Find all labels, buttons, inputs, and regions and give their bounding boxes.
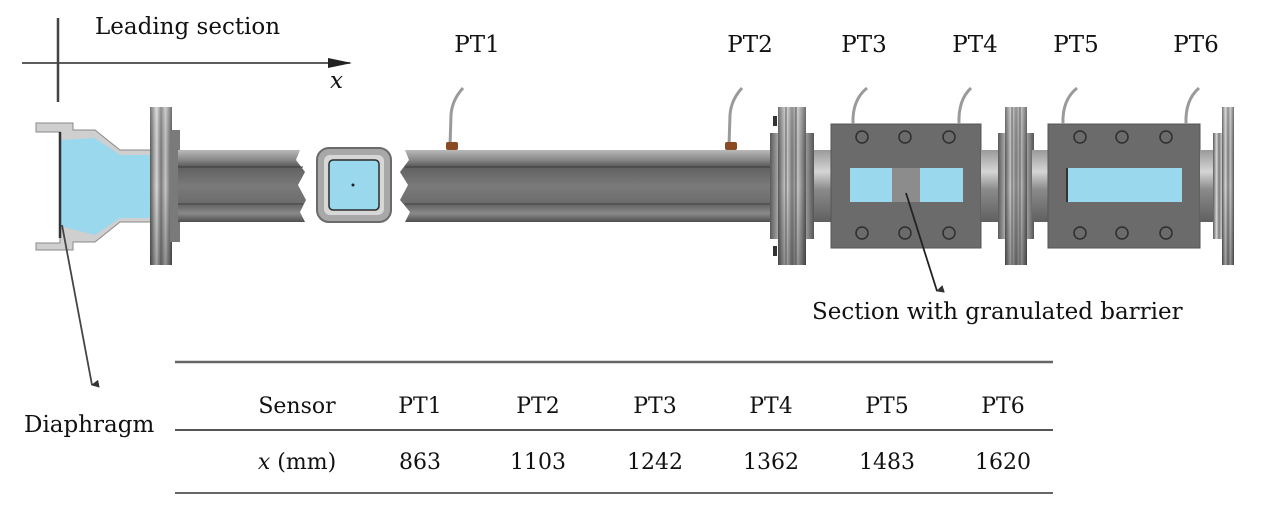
leading-section-label: Leading section (95, 14, 280, 40)
table-header-cell: PT4 (749, 394, 792, 419)
sensor-label-pt2: PT2 (727, 32, 772, 58)
sensor-pt1 (446, 86, 465, 150)
sensor-label-pt4: PT4 (952, 32, 997, 58)
collar-3 (1032, 150, 1050, 222)
window-long (1067, 168, 1182, 202)
leading-section (35, 107, 180, 265)
tube-cross-section (316, 147, 392, 223)
table-cell: 1103 (510, 450, 566, 475)
collar-2 (981, 150, 1001, 222)
table-row-label: x (mm) (258, 450, 336, 475)
sensor-pt6 (1184, 86, 1201, 125)
diaphragm-pointer-arrow (61, 224, 100, 388)
sensor-pt3 (851, 86, 868, 125)
window-right (920, 168, 963, 202)
coordinate-axis (22, 18, 352, 102)
axis-arrowhead-icon (328, 58, 352, 68)
row-label-space (270, 450, 277, 475)
barrier-pointer-arrow (905, 192, 945, 293)
diaphragm-label: Diaphragm (24, 412, 154, 438)
table-cell: 1242 (627, 450, 683, 475)
tube-segment-2 (400, 150, 772, 222)
row-label-variable: x (258, 450, 271, 475)
table-cell: 863 (399, 450, 441, 475)
sensor-label-pt3: PT3 (841, 32, 886, 58)
table-header-cell: PT6 (981, 394, 1024, 419)
barrier-section-box (830, 123, 982, 249)
sensor-label-pt6: PT6 (1173, 32, 1218, 58)
table-row: x (mm) 863 1103 1242 1362 1483 1620 (258, 450, 1031, 475)
granulated-barrier (892, 168, 920, 202)
sensor-position-table: Sensor PT1 PT2 PT3 PT4 PT5 PT6 x (mm) 86… (175, 360, 1053, 494)
sensor-label-pt5: PT5 (1053, 32, 1098, 58)
row-label-unit: (mm) (277, 450, 336, 475)
collar-1 (814, 150, 832, 222)
table-header-cell: PT3 (633, 394, 676, 419)
sensor-pt5 (1061, 86, 1078, 125)
collar-4 (1200, 150, 1216, 222)
leading-fluid (60, 138, 158, 235)
barrier-section-label: Section with granulated barrier (812, 299, 1183, 325)
sensor-pt2 (725, 86, 744, 150)
table-cell: 1483 (859, 450, 915, 475)
table-header-cell: PT1 (398, 394, 441, 419)
observation-box-2 (1047, 123, 1201, 249)
tube-segment-1 (178, 150, 306, 222)
sensor-label-pt1: PT1 (454, 32, 499, 58)
window-left (850, 168, 892, 202)
axis-x-label: x (330, 68, 343, 94)
table-header-label: Sensor (258, 394, 336, 419)
table-header-cell: PT2 (516, 394, 559, 419)
flange-1 (770, 107, 814, 265)
table-cell: 1620 (975, 450, 1031, 475)
end-flange (1213, 107, 1234, 265)
flange-2 (998, 107, 1034, 265)
table-header-cell: PT5 (865, 394, 908, 419)
sensor-pt4 (957, 86, 973, 125)
table-cell: 1362 (743, 450, 799, 475)
table-header-row: Sensor PT1 PT2 PT3 PT4 PT5 PT6 (258, 394, 1024, 419)
